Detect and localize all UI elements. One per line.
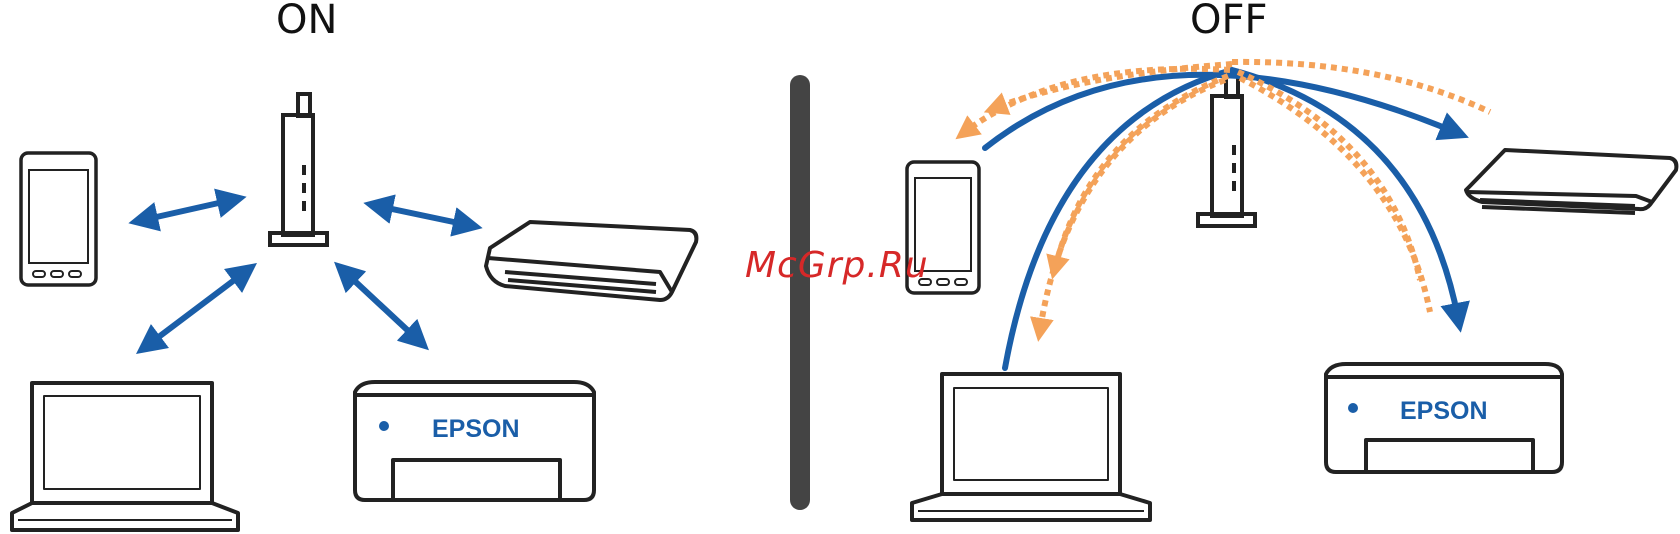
printer-brand-left: EPSON <box>432 417 520 442</box>
arrow-router-laptop <box>148 272 245 345</box>
label-off: OFF <box>1190 0 1268 40</box>
watermark: McGrp.Ru <box>745 248 929 284</box>
dotted-to-printer-2 <box>1238 72 1420 280</box>
laptop-icon <box>12 383 238 530</box>
router-icon <box>1198 75 1255 226</box>
arrow-phone-router <box>143 200 232 220</box>
direct-arrows-off <box>985 70 1458 368</box>
smartphone-icon <box>21 153 96 285</box>
arrow-router-printer <box>345 272 418 340</box>
arrow-to-scanner <box>985 75 1455 148</box>
connection-arrows-on <box>143 200 468 345</box>
arrow-router-scanner <box>378 206 468 225</box>
scanner-icon <box>486 222 696 300</box>
scanner-icon <box>1466 150 1676 213</box>
router-icon <box>270 94 327 245</box>
label-on: ON <box>276 0 337 40</box>
laptop-icon <box>912 374 1150 520</box>
printer-brand-right: EPSON <box>1400 399 1488 424</box>
